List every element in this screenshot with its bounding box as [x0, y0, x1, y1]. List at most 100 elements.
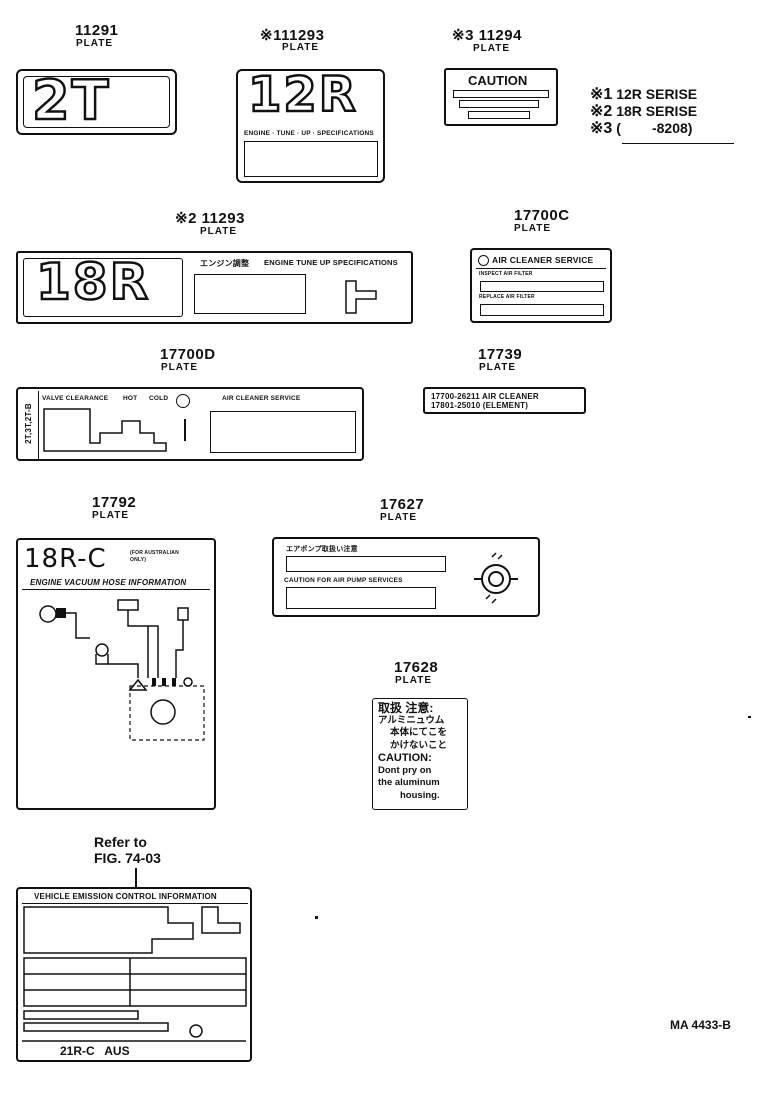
legend: ※1 12R SERISE ※2 18R SERISE ※3 ( -8208) [590, 86, 697, 137]
legend-item: ※1 12R SERISE [590, 86, 698, 103]
text-bar [480, 304, 604, 316]
part-number-11293-b: ※2 11293 [175, 210, 245, 227]
plate-line: CAUTION FOR AIR PUMP SERVICES [284, 577, 403, 584]
plate-line: the aluminum [378, 777, 440, 788]
spec-stub-shape [345, 280, 377, 314]
plate-caption: PLATE [395, 675, 433, 686]
dot-mark [315, 916, 318, 919]
plate-11294: CAUTION [444, 68, 558, 126]
legend-item: ※2 18R SERISE [590, 103, 698, 120]
divider [184, 419, 186, 441]
part-number-11291: 11291 [75, 22, 119, 39]
plate-caption: PLATE [282, 42, 320, 53]
caution-label: CAUTION [468, 73, 528, 88]
plate-model-text: 18R-C [24, 544, 107, 574]
plate-11291: 2T [16, 68, 177, 135]
plate-17792: 18R-C (FOR AUSTRALIAN ONLY) ENGINE VACUU… [16, 538, 216, 810]
plate-17627: エアポンプ取扱い注意 CAUTION FOR AIR PUMP SERVICES [272, 537, 540, 617]
plate-caption: PLATE [200, 226, 238, 237]
plate-title: AIR CLEANER SERVICE [492, 255, 594, 265]
emission-info-shapes [22, 906, 247, 1042]
plate-note: (FOR AUSTRALIAN ONLY) [130, 550, 179, 563]
plate-line-1: INSPECT AIR FILTER [479, 271, 533, 277]
plate-text-lines: 取扱 注意: アルミニュウム 本体にてこを かけないこと CAUTION: Do… [378, 702, 447, 802]
plate-side-text: 2T,3T,2T-B [23, 403, 33, 444]
plate-line: かけないこと [390, 739, 448, 751]
plate-inner-border [23, 258, 183, 317]
air-pump-icon [474, 552, 518, 604]
plate-17700d: 2T,3T,2T-B VALVE CLEARANCE HOT COLD AIR … [16, 387, 364, 461]
divider [22, 589, 210, 590]
air-cleaner-label: AIR CLEANER SERVICE [222, 395, 301, 402]
plate-line-1: 17700-26211 AIR CLEANER [431, 392, 539, 401]
plate-line: 本体にてこを [390, 727, 448, 738]
legend-item: ※3 ( -8208) [590, 120, 693, 137]
text-bar [286, 587, 436, 609]
plate-11293-18r: 18R エンジン調整 ENGINE TUNE UP SPECIFICATIONS [16, 251, 413, 324]
plate-subtitle: ENGINE · TUNE · UP · SPECIFICATIONS [244, 130, 374, 137]
text-bar [453, 90, 549, 98]
spec-box [194, 274, 306, 314]
toyota-logo-icon [478, 255, 489, 266]
refer-note: Refer to FIG. 74-03 [94, 834, 161, 866]
plate-title: ENGINE VACUUM HOSE INFORMATION [30, 578, 187, 587]
cold-label: COLD [149, 395, 169, 402]
plate-17700c: AIR CLEANER SERVICE INSPECT AIR FILTER R… [470, 248, 612, 323]
hot-label: HOT [123, 395, 138, 402]
plate-caption: PLATE [76, 38, 114, 49]
part-number-17627: 17627 [380, 496, 425, 513]
plate-line-2: REPLACE AIR FILTER [479, 294, 535, 300]
part-number-11294: ※3 11294 [452, 27, 522, 44]
plate-big-text: 18R [35, 252, 151, 313]
vacuum-hose-diagram [39, 599, 205, 741]
text-bar [459, 100, 539, 108]
plate-caption: PLATE [161, 362, 199, 373]
plate-line: housing. [400, 789, 440, 801]
toyota-logo-icon [176, 394, 190, 408]
leader-line [135, 868, 137, 888]
valve-clearance-label: VALVE CLEARANCE [42, 395, 109, 402]
plate-inner-border [23, 76, 170, 128]
text-bar [480, 281, 604, 292]
text-bar [468, 111, 530, 119]
part-number-17700d: 17700D [160, 346, 216, 363]
part-number-17739: 17739 [478, 346, 523, 363]
plate-caption: PLATE [92, 510, 130, 521]
plate-emission-control: VEHICLE EMISSION CONTROL INFORMATION 21R… [16, 887, 252, 1062]
plate-11293-12r: 12R ENGINE · TUNE · UP · SPECIFICATIONS [236, 66, 385, 183]
refer-figure: FIG. 74-03 [94, 850, 161, 866]
part-number-11293-a: ※111293 [260, 27, 325, 44]
plate-caption: PLATE [473, 43, 511, 54]
plate-line: アルミニュウム [378, 714, 445, 726]
text-bar [286, 556, 446, 572]
diagram-id: MA 4433-B [670, 1018, 731, 1032]
plate-jp-title: エアポンプ取扱い注意 [286, 546, 358, 553]
plate-title: VEHICLE EMISSION CONTROL INFORMATION [34, 892, 217, 901]
service-box [210, 411, 356, 453]
plate-caption: PLATE [514, 223, 552, 234]
refer-line: Refer to [94, 834, 147, 850]
plate-line: 取扱 注意: [378, 701, 434, 715]
legend-underline [622, 143, 734, 144]
plate-title: ENGINE TUNE UP SPECIFICATIONS [264, 258, 398, 267]
part-number-17792: 17792 [92, 494, 137, 511]
plate-big-text: 2T [31, 68, 111, 134]
dot-mark [748, 716, 751, 718]
clearance-step-shape [43, 408, 167, 452]
divider [38, 391, 39, 459]
part-number-17700c: 17700C [514, 207, 570, 224]
plate-big-text: 12R [247, 66, 358, 125]
plate-17739: 17700-26211 AIR CLEANER 17801-25010 (ELE… [423, 387, 586, 414]
divider [22, 903, 248, 904]
part-number-17628: 17628 [394, 659, 439, 676]
spec-box [244, 141, 378, 177]
plate-line: CAUTION: [378, 752, 432, 764]
plate-17628: 取扱 注意: アルミニュウム 本体にてこを かけないこと CAUTION: Do… [372, 698, 468, 810]
plate-jp-title: エンジン調整 [200, 259, 250, 268]
divider [476, 268, 606, 269]
plate-caption: PLATE [380, 512, 418, 523]
plate-footer: 21R-C AUS [60, 1044, 130, 1058]
plate-line-2: 17801-25010 (ELEMENT) [431, 401, 529, 410]
plate-line: Dont pry on [378, 764, 432, 776]
plate-caption: PLATE [479, 362, 517, 373]
